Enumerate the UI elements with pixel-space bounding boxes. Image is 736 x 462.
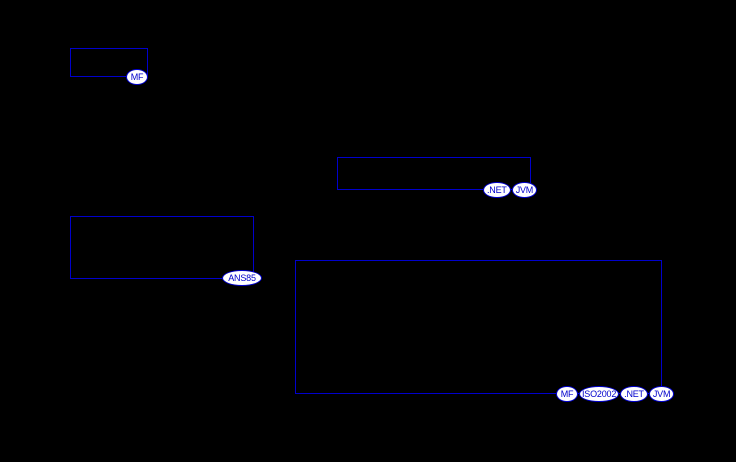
diagram-node-3[interactable] — [70, 216, 254, 279]
badge-group-node-2: .NET JVM — [483, 182, 538, 198]
badge-group-node-1: MF — [126, 69, 148, 85]
badge-group-node-4: MF ISO2002 .NET JVM — [556, 386, 675, 402]
platform-badge-jvm[interactable]: JVM — [511, 182, 538, 198]
platform-badge-iso2002[interactable]: ISO2002 — [579, 386, 620, 402]
platform-badge-mf[interactable]: MF — [126, 69, 148, 85]
platform-badge-mf[interactable]: MF — [556, 386, 578, 402]
diagram-node-2[interactable] — [337, 157, 531, 190]
platform-badge-ans85[interactable]: ANS85 — [222, 270, 262, 286]
platform-badge-dotnet[interactable]: .NET — [483, 182, 511, 198]
platform-badge-jvm[interactable]: JVM — [648, 386, 675, 402]
diagram-node-4[interactable] — [295, 260, 662, 394]
diagram-node-1[interactable] — [70, 48, 148, 77]
platform-badge-dotnet[interactable]: .NET — [620, 386, 648, 402]
badge-group-node-3: ANS85 — [222, 270, 262, 286]
